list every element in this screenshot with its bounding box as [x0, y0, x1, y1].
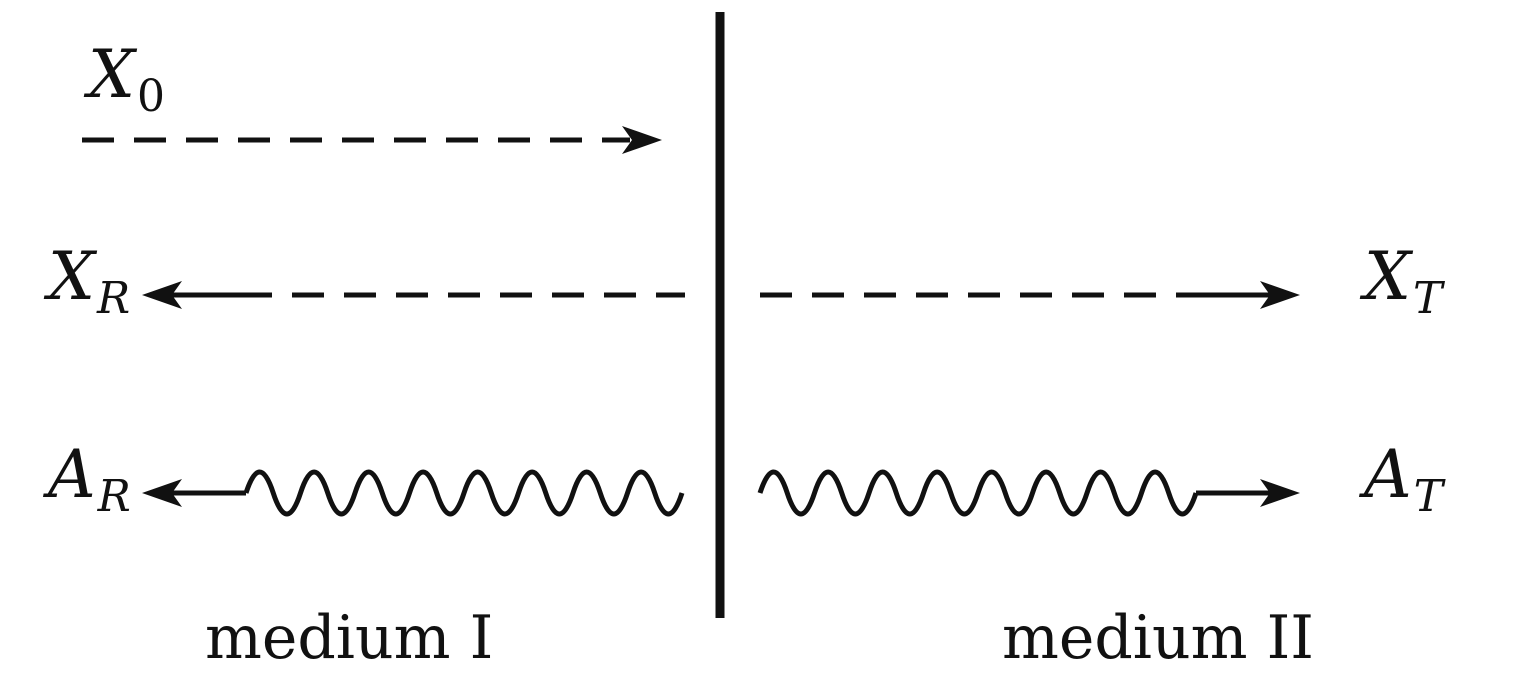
at-wavy-line: [757, 469, 1199, 517]
medium-right-label: medium II: [1002, 603, 1315, 673]
label-xt-subscript: T: [1413, 273, 1443, 324]
xt-arrowhead: [1260, 281, 1300, 309]
label-xr-symbol: X: [48, 238, 95, 315]
label-xr: XR: [48, 244, 130, 321]
label-ar-subscript: R: [97, 471, 131, 522]
label-x0: X0: [88, 42, 165, 119]
label-xt: XT: [1364, 244, 1442, 321]
ar-arrowhead: [142, 479, 182, 507]
xr-arrowhead: [142, 281, 182, 309]
label-ar: AR: [48, 442, 131, 519]
label-ar-symbol: A: [48, 436, 96, 513]
label-xr-subscript: R: [97, 273, 131, 324]
label-at: AT: [1364, 442, 1443, 519]
ar-wavy-line: [243, 469, 685, 517]
label-xt-symbol: X: [1364, 238, 1411, 315]
label-x0-symbol: X: [88, 36, 135, 113]
label-at-subscript: T: [1413, 471, 1444, 522]
label-x0-subscript: 0: [137, 71, 165, 122]
label-at-symbol: A: [1364, 436, 1412, 513]
x0-arrowhead: [622, 126, 662, 154]
medium-left-label: medium I: [205, 603, 494, 673]
at-arrowhead: [1260, 479, 1300, 507]
